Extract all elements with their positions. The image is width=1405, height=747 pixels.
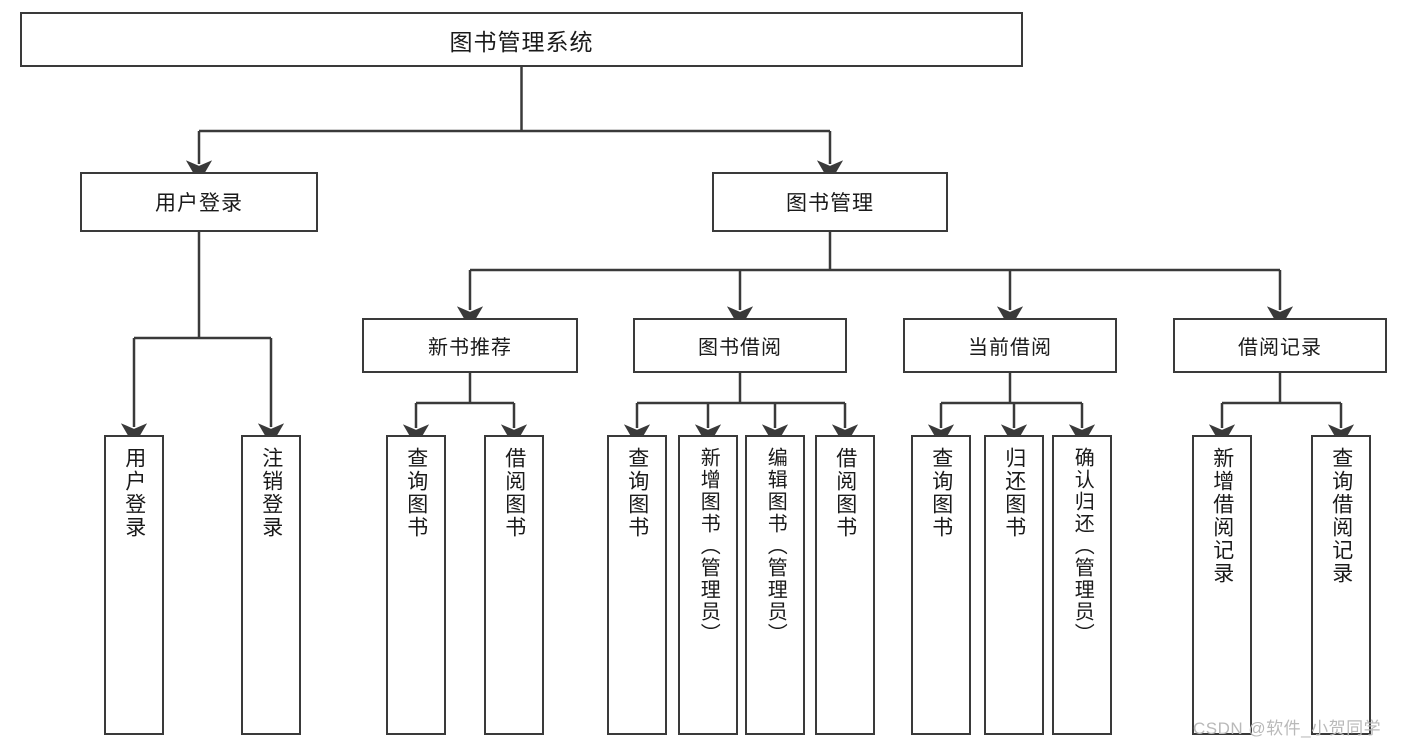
node-leaf-query-record[interactable]: 查询借阅记录 bbox=[1311, 435, 1371, 735]
node-leaf-logout[interactable]: 注销登录 bbox=[241, 435, 301, 735]
csdn-watermark: CSDN @软件_小贺同学 bbox=[1193, 719, 1382, 738]
node-leaf-query-book-2-label: 查询图书 bbox=[625, 447, 649, 539]
node-leaf-user-login[interactable]: 用户登录 bbox=[104, 435, 164, 735]
node-leaf-query-book-3-label: 查询图书 bbox=[929, 447, 953, 539]
node-root[interactable]: 图书管理系统 bbox=[20, 12, 1023, 67]
node-leaf-add-book-label: 新增图书（管理员） bbox=[697, 447, 720, 645]
node-leaf-query-record-label: 查询借阅记录 bbox=[1329, 447, 1353, 585]
node-leaf-query-book-1-label: 查询图书 bbox=[404, 447, 428, 539]
node-leaf-confirm-return[interactable]: 确认归还（管理员） bbox=[1052, 435, 1112, 735]
node-leaf-edit-book-label: 编辑图书（管理员） bbox=[764, 447, 787, 645]
node-leaf-borrow-book-2-label: 借阅图书 bbox=[833, 447, 857, 539]
node-leaf-query-book-1[interactable]: 查询图书 bbox=[386, 435, 446, 735]
node-leaf-query-book-2[interactable]: 查询图书 bbox=[607, 435, 667, 735]
node-book-manage-label: 图书管理 bbox=[786, 192, 874, 215]
node-leaf-edit-book[interactable]: 编辑图书（管理员） bbox=[745, 435, 805, 735]
node-current-borrow-label: 当前借阅 bbox=[968, 337, 1052, 359]
node-leaf-user-login-label: 用户登录 bbox=[122, 447, 146, 539]
node-leaf-return-book[interactable]: 归还图书 bbox=[984, 435, 1044, 735]
node-new-book-recommend-label: 新书推荐 bbox=[428, 337, 512, 359]
node-book-borrow-label: 图书借阅 bbox=[698, 337, 782, 359]
node-book-borrow[interactable]: 图书借阅 bbox=[633, 318, 847, 373]
node-user-login-label: 用户登录 bbox=[155, 192, 243, 215]
node-borrow-record[interactable]: 借阅记录 bbox=[1173, 318, 1387, 373]
node-leaf-add-record[interactable]: 新增借阅记录 bbox=[1192, 435, 1252, 735]
node-leaf-borrow-book-1-label: 借阅图书 bbox=[502, 447, 526, 539]
node-new-book-recommend[interactable]: 新书推荐 bbox=[362, 318, 578, 373]
node-borrow-record-label: 借阅记录 bbox=[1238, 337, 1322, 359]
node-book-manage[interactable]: 图书管理 bbox=[712, 172, 948, 232]
node-leaf-return-book-label: 归还图书 bbox=[1002, 447, 1026, 539]
node-leaf-logout-label: 注销登录 bbox=[259, 447, 283, 539]
node-leaf-add-record-label: 新增借阅记录 bbox=[1210, 447, 1234, 585]
node-leaf-query-book-3[interactable]: 查询图书 bbox=[911, 435, 971, 735]
node-root-label: 图书管理系统 bbox=[449, 28, 594, 55]
node-current-borrow[interactable]: 当前借阅 bbox=[903, 318, 1117, 373]
node-leaf-borrow-book-2[interactable]: 借阅图书 bbox=[815, 435, 875, 735]
node-leaf-confirm-return-label: 确认归还（管理员） bbox=[1071, 447, 1094, 645]
node-user-login[interactable]: 用户登录 bbox=[80, 172, 318, 232]
node-leaf-borrow-book-1[interactable]: 借阅图书 bbox=[484, 435, 544, 735]
node-leaf-add-book[interactable]: 新增图书（管理员） bbox=[678, 435, 738, 735]
